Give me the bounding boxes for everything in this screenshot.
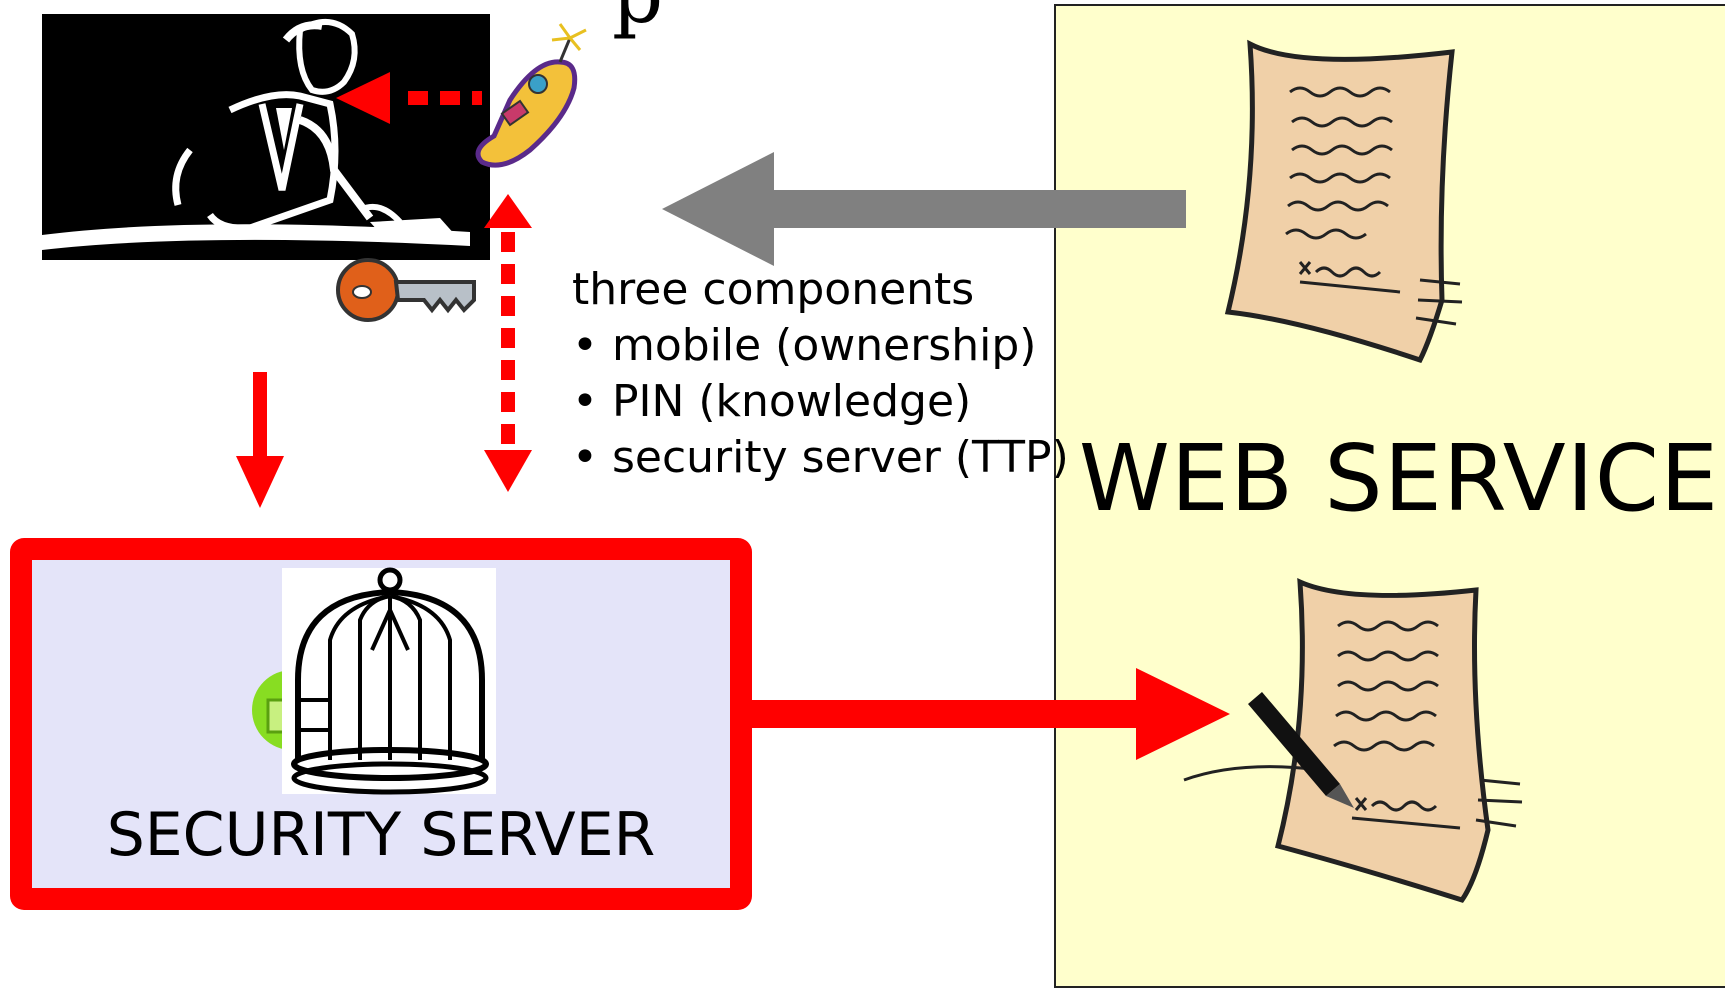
components-list: three components mobile (ownership) PIN … [572,262,1069,486]
component-item-pin: PIN (knowledge) [572,374,1069,430]
businessman-icon [42,14,490,260]
component-item-mobile: mobile (ownership) [572,318,1069,374]
title-fragment: p [612,0,663,41]
birdcage-icon [282,567,496,795]
gray-arrow [662,152,1186,266]
mobile-phone-icon [475,23,587,168]
web-service-label: WEB SERVICE [1078,425,1720,532]
document-icon [1224,39,1463,364]
server-to-web-arrow [752,668,1230,760]
user-to-server-arrow [236,372,284,508]
pen-icon [1248,692,1354,808]
components-heading: three components [572,264,975,315]
signed-document-icon [1183,578,1523,903]
components-items: mobile (ownership) PIN (knowledge) secur… [572,318,1069,486]
security-server-label: SECURITY SERVER [106,800,656,870]
component-item-security-server: security server (TTP) [572,430,1069,486]
phone-server-dashed-arrow [484,194,532,492]
key-icon [336,258,476,322]
diagram-canvas [42,14,1523,903]
phone-to-user-arrow [336,72,482,124]
